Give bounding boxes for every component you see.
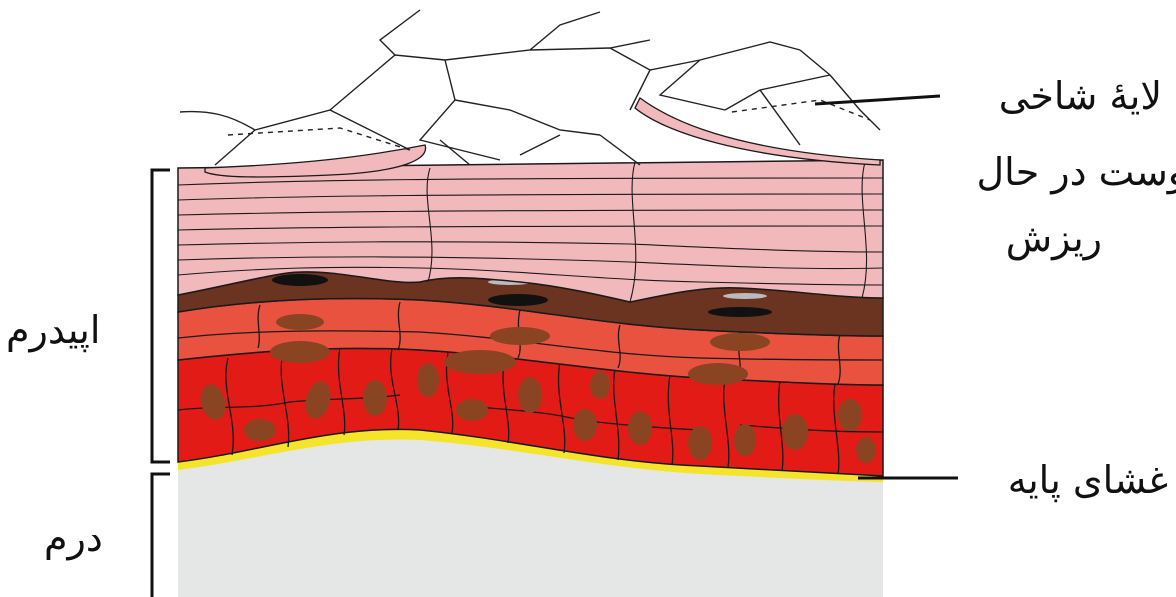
stratum-corneum-label: لایهٔ شاخی	[999, 72, 1162, 120]
stratum-corneum-leader-line	[815, 96, 940, 104]
shedding-cells	[180, 10, 880, 165]
basement-membrane-label: غشای پایه	[1008, 456, 1168, 504]
epidermis-label: اپیدرم	[6, 306, 100, 354]
shedding-skin-label-line1: پوست در حال	[977, 148, 1176, 196]
dermis-label: درم	[44, 514, 103, 562]
shedding-skin-label-line2: ریزش	[1006, 214, 1102, 262]
dermis-bracket	[152, 474, 170, 597]
epidermis-bracket	[152, 170, 170, 462]
